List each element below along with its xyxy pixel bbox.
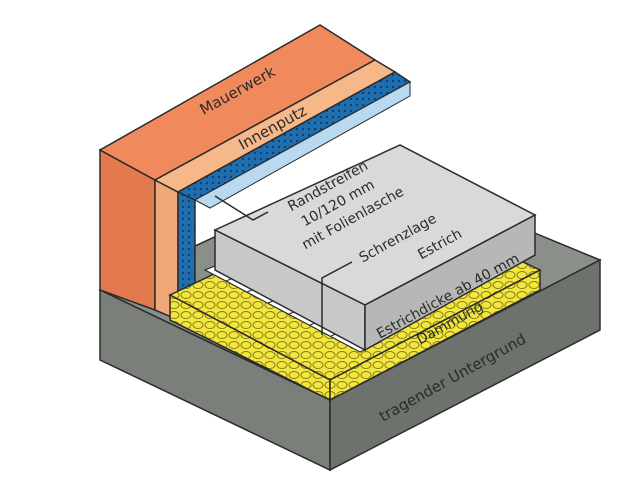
leader-lines — [214, 195, 353, 335]
estrich-slab — [213, 144, 537, 352]
